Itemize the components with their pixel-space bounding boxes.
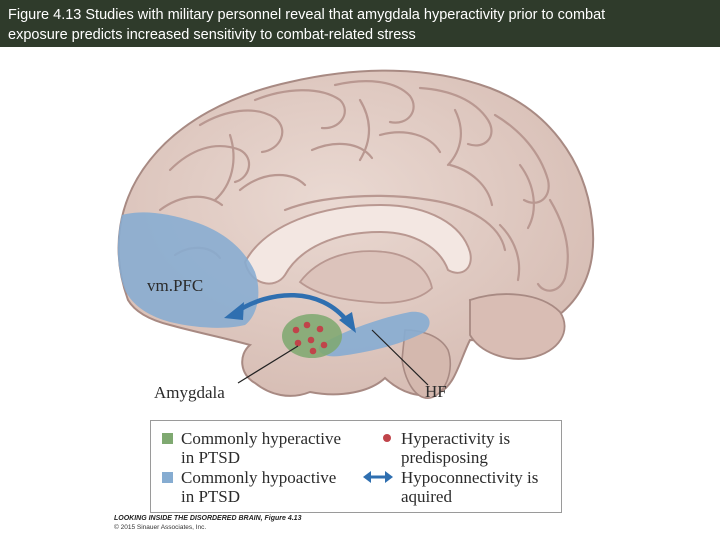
legend-hypoactive-line2: in PTSD [181,487,241,506]
brain-sulci [158,80,569,311]
thalamus [298,250,433,304]
legend-item-hypoactive: Commonly hypoactive in PTSD [161,468,371,506]
predisposing-dot [316,325,324,333]
predisposing-dots [292,321,328,355]
credit-copyright: © 2015 Sinauer Associates, Inc. [114,524,207,531]
figure-area: vm.PFC Amygdala HF [0,47,720,540]
legend-item-hyperactive: Commonly hyperactive in PTSD [161,429,371,467]
predisposing-dot [303,321,311,329]
brain-illustration: vm.PFC Amygdala HF [117,69,595,402]
predisposing-dot [320,341,328,349]
connectivity-arrow [224,293,356,333]
legend-item-hypoconnectivity: Hypoconnectivity is aquired [363,468,560,506]
legend-hypoconnectivity-line1: Hypoconnectivity is [401,468,539,487]
figure-credit: LOOKING INSIDE THE DISORDERED BRAIN, Fig… [114,514,414,532]
legend-hyperactive-line2: in PTSD [181,448,241,467]
green-swatch-icon [162,433,173,444]
figure-caption-header: Figure 4.13 Studies with military person… [0,0,720,47]
legend-right-column: Hyperactivity is predisposing Hypoconnec… [363,429,560,507]
predisposing-dot [292,326,300,334]
legend-hypoconnectivity-line2: aquired [401,487,452,506]
caption-line-2: exposure predicts increased sensitivity … [8,27,416,43]
cerebellum [469,293,566,360]
predisposing-dot [309,347,317,355]
amygdala-leader [237,345,299,384]
legend-hyperactive-line1: Commonly hyperactive [181,429,342,448]
legend-box: Commonly hyperactive in PTSD Commonly hy… [150,420,562,513]
hf-leader [371,329,429,386]
predisposing-dot [307,336,315,344]
red-dot-icon [383,434,391,442]
credit-book-title: LOOKING INSIDE THE DISORDERED BRAIN, Fig… [114,515,302,522]
vmpfc-label: vm.PFC [147,276,203,295]
amygdala-label: Amygdala [154,383,225,402]
legend-left-column: Commonly hyperactive in PTSD Commonly hy… [161,429,371,507]
hf-label: HF [425,382,447,401]
caption-line-1: Figure 4.13 Studies with military person… [8,7,606,23]
brainstem [401,329,452,399]
blue-swatch-icon [162,472,173,483]
legend-hypoactive-line1: Commonly hypoactive [181,468,337,487]
legend-predisposing-line1: Hyperactivity is [401,429,511,448]
legend-item-predisposing: Hyperactivity is predisposing [375,429,560,467]
predisposing-dot [294,339,302,347]
corpus-callosum [243,203,472,285]
vmpfc-region [117,212,259,328]
legend-predisposing-line2: predisposing [401,448,488,467]
double-arrow-icon [363,471,393,483]
hippocampal-region [318,311,430,357]
